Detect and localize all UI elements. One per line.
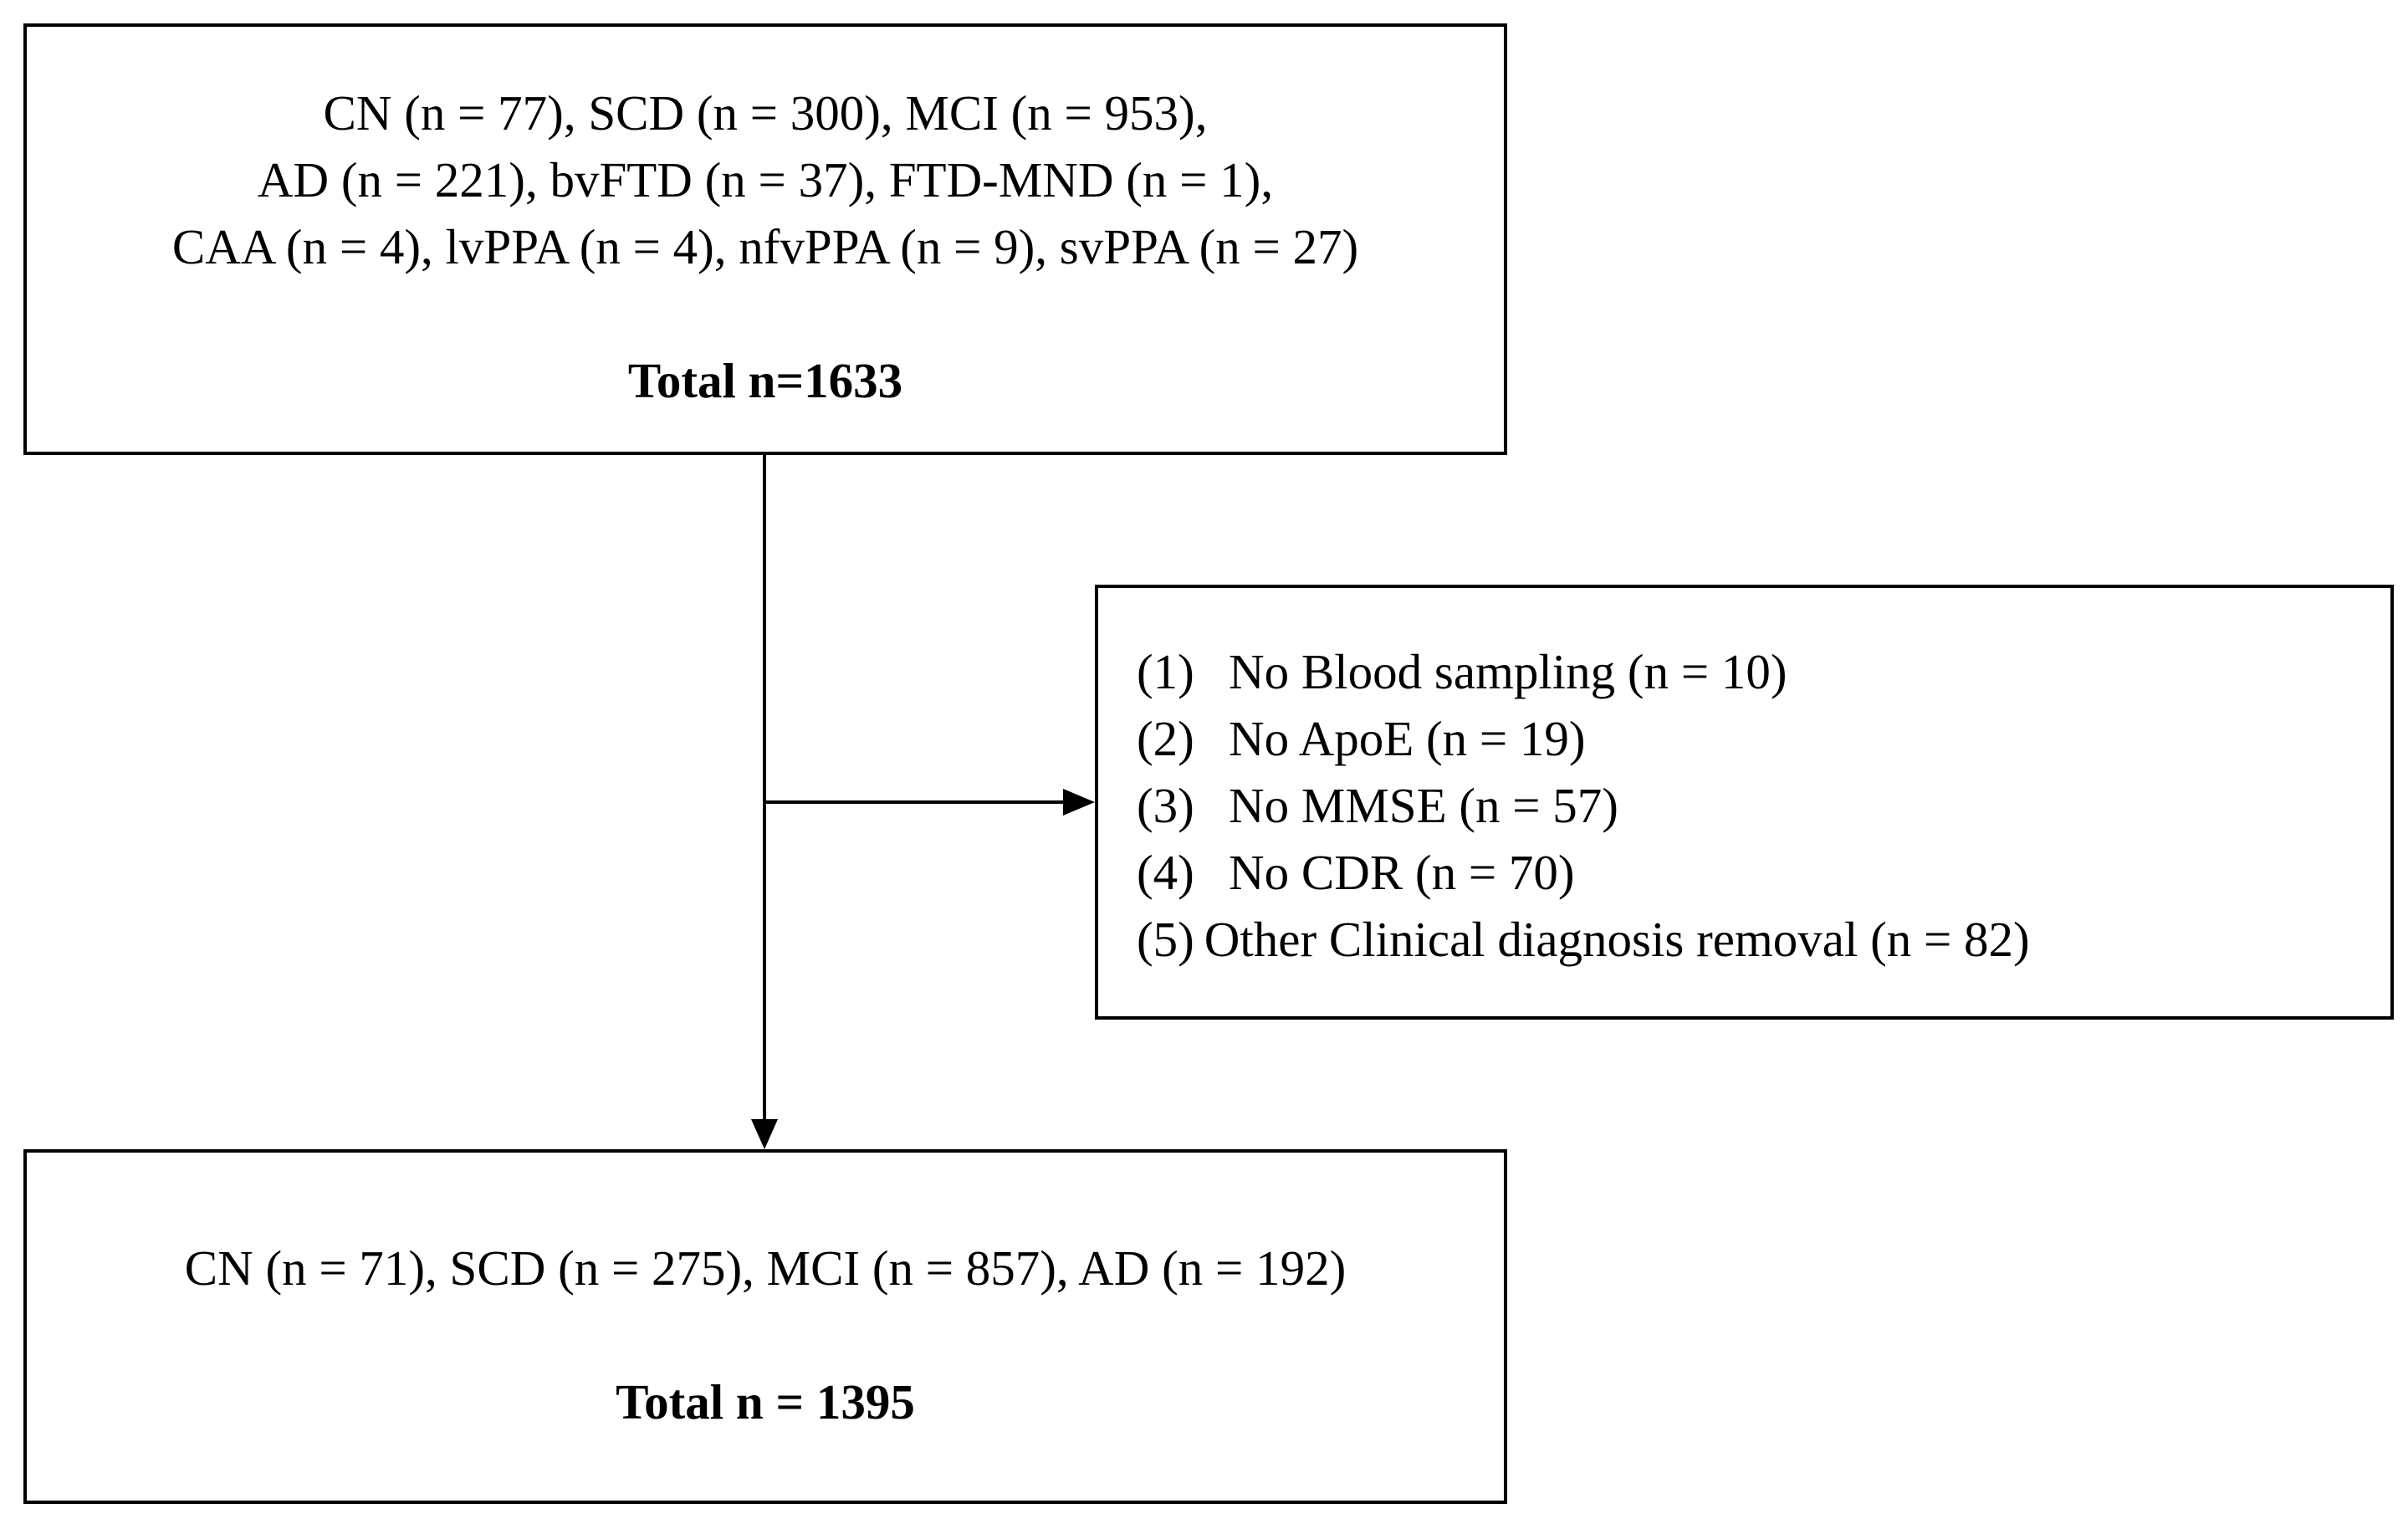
exclusion-item-number: (3): [1137, 778, 1194, 833]
exclusion-item: (5)Other Clinical diagnosis removal (n =…: [1137, 906, 2030, 973]
exclusion-item: (3) No MMSE (n = 57): [1137, 772, 1618, 839]
exclusion-item: (4) No CDR (n = 70): [1137, 839, 1575, 906]
exclusion-item-text: No Blood sampling (n = 10): [1229, 644, 1787, 699]
exclusion-item-number: (5): [1137, 912, 1194, 967]
initial-cohort-total: Total n=1633: [627, 353, 903, 408]
exclusion-item-number: (1): [1137, 644, 1194, 699]
initial-cohort-line-2: AD (n = 221), bvFTD (n = 37), FTD-MND (n…: [257, 152, 1274, 207]
initial-cohort-box: CN (n = 77), SCD (n = 300), MCI (n = 953…: [23, 23, 1507, 455]
final-cohort-groups: CN (n = 71), SCD (n = 275), MCI (n = 857…: [184, 1240, 1347, 1296]
final-cohort-total: Total n = 1395: [616, 1374, 915, 1429]
final-cohort-box: CN (n = 71), SCD (n = 275), MCI (n = 857…: [23, 1149, 1507, 1504]
exclusion-item-text: No CDR (n = 70): [1229, 845, 1575, 900]
exclusion-item-number: (4): [1137, 845, 1194, 900]
initial-cohort-line-1: CN (n = 77), SCD (n = 300), MCI (n = 953…: [323, 85, 1208, 141]
exclusion-item-text: No ApoE (n = 19): [1229, 711, 1586, 766]
initial-cohort-line-3: CAA (n = 4), lvPPA (n = 4), nfvPPA (n = …: [171, 219, 1359, 274]
exclusion-item: (1) No Blood sampling (n = 10): [1137, 638, 1787, 705]
exclusion-item-text: No MMSE (n = 57): [1229, 778, 1618, 833]
exclusion-item-text: Other Clinical diagnosis removal (n = 82…: [1204, 912, 2030, 967]
exclusion-item-number: (2): [1137, 711, 1194, 766]
exclusion-item: (2) No ApoE (n = 19): [1137, 705, 1586, 772]
exclusion-box: (1) No Blood sampling (n = 10) (2) No ApoE…: [1095, 585, 2394, 1020]
exclusion-branch-arrowhead: [1063, 789, 1095, 816]
main-flow-arrowhead: [751, 1119, 778, 1149]
